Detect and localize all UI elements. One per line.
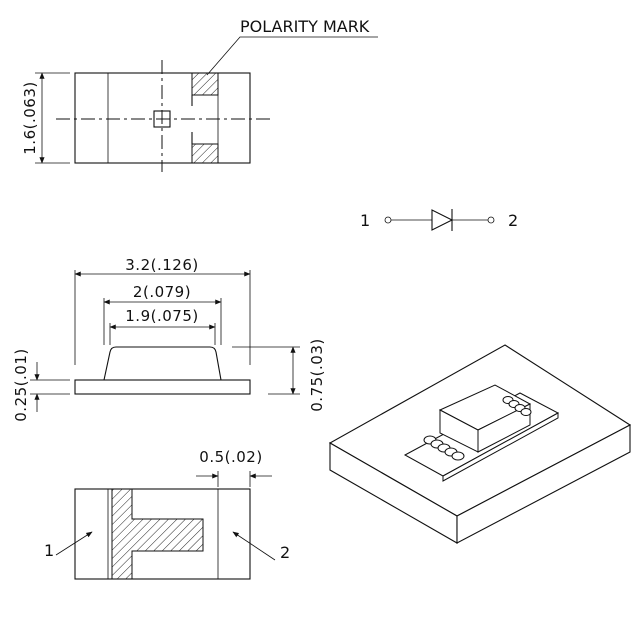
side-lens-outer-dimension: 2(.079) xyxy=(133,283,191,301)
terminal-1-circle xyxy=(384,216,392,224)
bottom-view-body xyxy=(74,488,251,580)
iso-board-right-face xyxy=(456,424,631,544)
side-lens-inner-dimension: 1.9(.075) xyxy=(125,307,198,325)
iso-led-side xyxy=(477,403,531,453)
diode-schematic: 1 2 xyxy=(360,209,518,231)
bottom-polarity-pad xyxy=(111,488,204,580)
side-total-height-dimension: 0.75(.03) xyxy=(308,338,326,411)
iso-left-terminal xyxy=(423,435,465,461)
diode-symbol xyxy=(431,209,454,231)
pin-1-label: 1 xyxy=(44,541,54,560)
polarity-mark-label: POLARITY MARK xyxy=(240,17,370,36)
bottom-view: 0.5(.02) 1 2 xyxy=(44,448,290,580)
iso-right-terminal xyxy=(502,396,532,416)
top-view: POLARITY MARK 1.6(.063) xyxy=(21,17,378,172)
isometric-view xyxy=(328,344,632,544)
pin-2-label: 2 xyxy=(280,543,290,562)
side-length-dimension: 3.2(.126) xyxy=(125,256,198,274)
side-pcb-thickness-dimension: 0.25(.01) xyxy=(12,348,30,421)
bottom-gap-dimension: 0.5(.02) xyxy=(199,448,262,466)
schematic-terminal-2: 2 xyxy=(508,211,518,230)
top-height-dimension: 1.6(.063) xyxy=(21,81,39,154)
side-lens xyxy=(103,346,222,381)
side-view: 3.2(.126) 2(.079) 1.9(.075) 0.25(.01) 0.… xyxy=(12,256,326,422)
terminal-2-circle xyxy=(487,216,495,224)
polarity-mark-shape xyxy=(191,72,219,164)
side-pcb xyxy=(74,379,251,395)
schematic-terminal-1: 1 xyxy=(360,211,370,230)
